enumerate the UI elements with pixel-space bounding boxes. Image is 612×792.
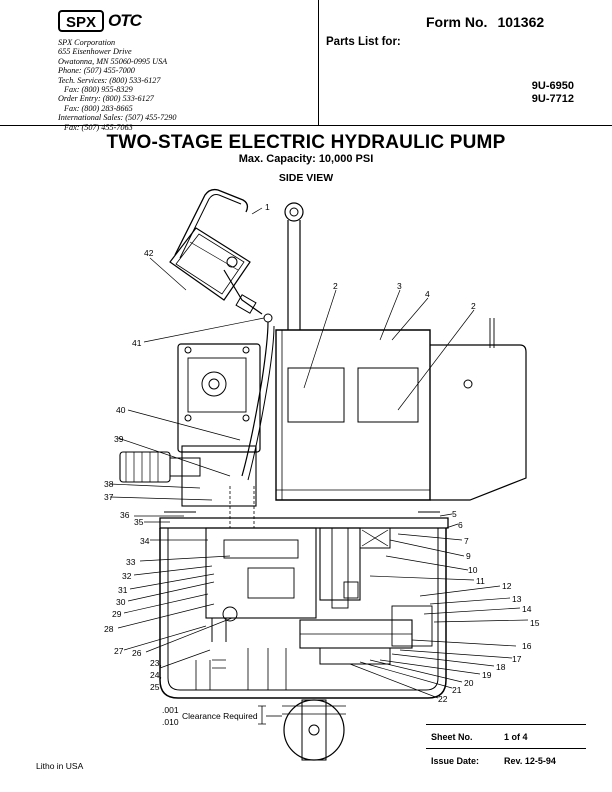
address-line: SPX Corporation: [58, 38, 116, 47]
callout-label: 35: [134, 517, 144, 527]
callout-label: 34: [140, 536, 150, 546]
callout-label: 30: [116, 597, 126, 607]
view-label: SIDE VIEW: [278, 172, 334, 184]
callout-label: 10: [468, 565, 478, 575]
sheet-value: 1 of 4: [504, 732, 528, 742]
callout-label: 21: [452, 685, 462, 695]
address-line: Owatonna, MN 55060-0995 USA: [58, 56, 168, 66]
footer-note: Litho in USA: [36, 761, 84, 771]
callout-label: 42: [144, 248, 154, 258]
callout-label: 17: [512, 654, 522, 664]
header-divider-vertical: [318, 0, 319, 126]
spx-logo: SPX: [58, 10, 104, 32]
callout-label: 26: [132, 648, 142, 658]
callout-label: 9: [466, 551, 471, 561]
otc-logo: OTC: [108, 11, 142, 30]
callout-label: 37: [104, 492, 114, 502]
callout-label: 29: [112, 609, 122, 619]
header-divider-horizontal: [0, 125, 612, 126]
callout-label: 6: [458, 520, 463, 530]
page-title: TWO-STAGE ELECTRIC HYDRAULIC PUMP: [106, 132, 506, 153]
callout-label: 15: [530, 618, 540, 628]
company-address-block: SPX Corporation 655 Eisenhower Drive Owa…: [58, 38, 176, 132]
issue-date-value: Rev. 12-5-94: [504, 756, 556, 766]
callout-label: 14: [522, 604, 532, 614]
callout-label: 36: [120, 510, 130, 520]
sheet-info-box: Sheet No. 1 of 4 Issue Date: Rev. 12-5-9…: [426, 724, 586, 772]
callout-label: 12: [502, 581, 512, 591]
callout-label: 25: [150, 682, 160, 692]
callout-label: 11: [476, 576, 485, 586]
callout-label: 18: [496, 662, 506, 672]
callout-label: 23,: [150, 658, 162, 668]
callout-label: 5: [452, 509, 457, 519]
callout-label: 1: [265, 202, 270, 212]
clearance-min: .001: [162, 705, 179, 715]
callout-label: 7: [464, 536, 469, 546]
sheet-label: Sheet No.: [431, 732, 473, 742]
form-number-value: 101362: [497, 14, 545, 30]
callout-label: 33: [126, 557, 136, 567]
model-number: 9U-7712: [531, 93, 574, 105]
callout-label: 2: [333, 281, 338, 291]
sheet-rule: [426, 748, 586, 749]
callout-label: 31: [118, 585, 128, 595]
callout-label: 13: [512, 594, 522, 604]
callout-label: 4: [425, 289, 430, 299]
address-line: Order Entry: (800) 533-6127: [58, 94, 154, 104]
address-line: Phone: (507) 455-7000: [58, 66, 135, 76]
callout-label: 2: [471, 301, 476, 311]
callout-label: 27: [114, 646, 124, 656]
address-line: 655 Eisenhower Drive: [58, 47, 132, 57]
callout-label: 20: [464, 678, 474, 688]
callout-label: 16: [522, 641, 532, 651]
clearance-max: .010: [162, 717, 179, 727]
sheet-rule: [426, 724, 586, 725]
address-line: Tech. Services: (800) 533-6127: [58, 75, 161, 85]
address-line: International Sales: (507) 455-7290: [58, 113, 177, 123]
issue-date-label: Issue Date:: [431, 756, 480, 766]
form-number: Form No. 101362: [426, 14, 544, 30]
model-number: 9U-6950: [531, 80, 574, 92]
callout-label: 3: [397, 281, 402, 291]
callout-label: 28: [104, 624, 114, 634]
address-line: Fax: (800) 955-8329: [64, 85, 133, 95]
callout-label: 39: [114, 434, 124, 444]
callout-label: 38: [104, 479, 114, 489]
address-line: Fax: (507) 455-7063: [64, 122, 133, 132]
address-line: Fax: (800) 283-8665: [64, 103, 133, 113]
callout-label: 19: [482, 670, 492, 680]
callout-label: 24,: [150, 670, 162, 680]
callout-label: 41: [132, 338, 142, 348]
callout-label: 40: [116, 405, 126, 415]
callout-label: 22: [438, 694, 448, 704]
page-subtitle: Max. Capacity: 10,000 PSI: [238, 153, 374, 165]
callout-label: 32: [122, 571, 132, 581]
parts-list-label: Parts List for:: [326, 36, 401, 48]
clearance-label: Clearance Required: [182, 711, 258, 721]
form-label: Form No.: [426, 14, 488, 30]
brand-logo: SPX OTC: [58, 10, 150, 34]
